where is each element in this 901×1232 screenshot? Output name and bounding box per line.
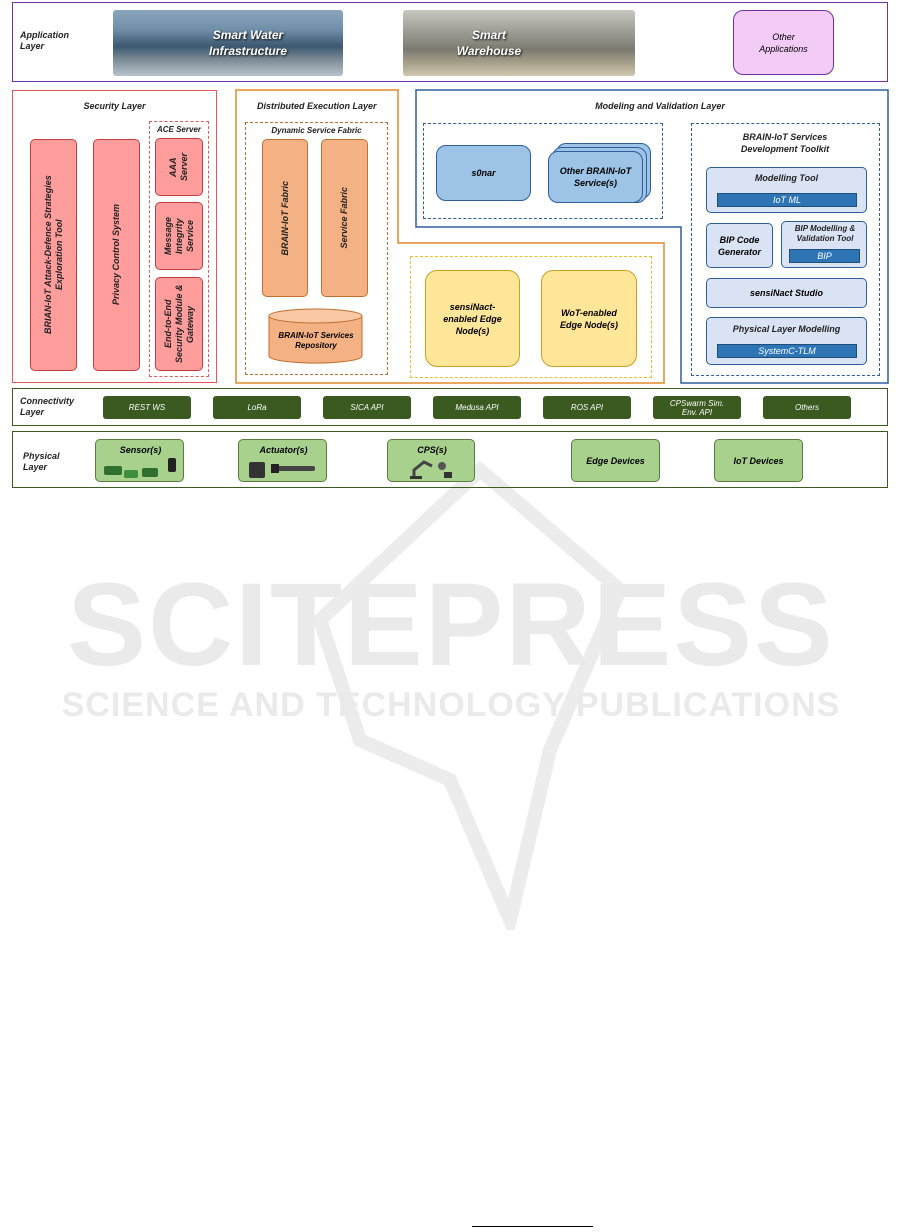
dynamic-service-fabric-group: [245, 122, 388, 375]
physical-layer: [12, 431, 888, 488]
bip-modelling-label: BIP Modelling & Validation Tool: [794, 224, 856, 243]
other-applications-box: Other Applications: [733, 10, 834, 75]
footnote-rule: [472, 1226, 593, 1227]
actuator-device-icon: [249, 462, 315, 478]
toolkit-title: BRAIN-IoT Services Development Toolkit: [740, 132, 830, 154]
conn-sica-api: SICA API: [323, 396, 411, 419]
smart-warehouse-image: Smart Warehouse: [403, 10, 635, 76]
physical-layer-label: Physical Layer: [23, 451, 60, 472]
other-services-box: Other BRAIN-IoT Service(s): [548, 151, 643, 203]
attack-defence-tool-box: BRIAN-IoT Attack-Defence Strategies Expl…: [30, 139, 77, 371]
smart-water-image: Smart Water Infrastructure: [113, 10, 343, 76]
repository-cylinder: [268, 308, 363, 364]
sensinact-studio-label: sensiNact Studio: [749, 288, 823, 298]
sensors-label: Sensor(s): [119, 445, 162, 455]
robot-arm-icon: [410, 460, 452, 479]
smart-warehouse-label: Smart Warehouse: [456, 28, 522, 58]
brain-iot-fabric-label: BRAIN-IoT Fabric: [279, 180, 290, 256]
e2e-security-box: End-to-End Security Module & Gateway: [155, 277, 203, 371]
conn-lora: LoRa: [213, 396, 301, 419]
physical-modelling-label: Physical Layer Modelling: [732, 324, 841, 334]
privacy-control-box: Privacy Control System: [93, 139, 140, 371]
dynamic-service-fabric-title: Dynamic Service Fabric: [271, 126, 362, 135]
conn-rest-ws: REST WS: [103, 396, 191, 419]
wot-edge-box: WoT-enabled Edge Node(s): [541, 270, 637, 367]
ace-server-group: [149, 121, 209, 377]
watermark-main: SCITEPRESS: [67, 559, 835, 691]
sensinact-studio-box: sensiNact Studio: [706, 278, 867, 308]
toolkit-group: [691, 123, 880, 376]
connectivity-layer: [12, 388, 888, 426]
other-applications-label: Other Applications: [759, 31, 808, 54]
ace-server-title: ACE Server: [156, 125, 202, 134]
services-group: [423, 123, 663, 219]
iot-devices-box: IoT Devices: [714, 439, 803, 482]
cps-box: CPS(s): [387, 439, 475, 482]
edge-devices-box: Edge Devices: [571, 439, 660, 482]
aaa-server-box: AAA Server: [155, 138, 203, 196]
distributed-layer-title: Distributed Execution Layer: [257, 101, 377, 111]
modeling-layer-title: Modeling and Validation Layer: [595, 101, 725, 111]
connectivity-layer-label: Connectivity Layer: [20, 396, 75, 417]
brain-iot-fabric-box: BRAIN-IoT Fabric: [262, 139, 308, 297]
sensors-box: Sensor(s): [95, 439, 184, 482]
bip-code-generator-box: BIP Code Generator: [706, 223, 773, 268]
security-layer: [12, 90, 217, 383]
message-integrity-box: Message Integrity Service: [155, 202, 203, 270]
iot-devices-label: IoT Devices: [733, 455, 784, 466]
application-layer: [12, 2, 888, 82]
service-fabric-box: Service Fabric: [321, 139, 368, 297]
other-services-label: Other BRAIN-IoT Service(s): [559, 166, 632, 188]
repository-label: BRAIN-IoT Services Repository: [278, 331, 354, 350]
actuators-label: Actuator(s): [259, 445, 308, 455]
conn-others: Others: [763, 396, 851, 419]
bip-code-generator-label: BIP Code Generator: [717, 234, 761, 257]
iot-ml-tag: IoT ML: [717, 193, 857, 207]
service-fabric-label: Service Fabric: [339, 187, 349, 249]
edge-nodes-group: [410, 256, 652, 378]
sensinact-edge-box: sensiNact-enabled Edge Node(s): [425, 270, 520, 367]
watermark-logo: [311, 460, 629, 930]
s0nar-box: s0nar: [436, 145, 531, 201]
watermark-sub: SCIENCE AND TECHNOLOGY PUBLICATIONS: [61, 686, 841, 724]
application-layer-label: Application Layer: [20, 30, 69, 51]
sensor-device-icon: [104, 458, 176, 478]
conn-ros-api: ROS API: [543, 396, 631, 419]
cps-label: CPS(s): [417, 445, 447, 455]
systemc-tag: SystemC-TLM: [717, 344, 857, 358]
smart-water-label: Smart Water Infrastructure: [208, 28, 288, 58]
edge-devices-label: Edge Devices: [586, 455, 645, 466]
modelling-tool-label: Modelling Tool: [754, 173, 819, 183]
conn-cpswarm-api: CPSwarm Sim. Env. API: [653, 396, 741, 419]
bip-tag: BIP: [789, 249, 860, 263]
security-layer-title: Security Layer: [83, 101, 146, 111]
conn-medusa-api: Medusa API: [433, 396, 521, 419]
wot-edge-label: WoT-enabled Edge Node(s): [559, 307, 618, 330]
s0nar-label: s0nar: [471, 168, 496, 178]
actuators-box: Actuator(s): [238, 439, 327, 482]
sensinact-edge-label: sensiNact-enabled Edge Node(s): [443, 301, 502, 336]
layer-outlines: [235, 89, 889, 384]
